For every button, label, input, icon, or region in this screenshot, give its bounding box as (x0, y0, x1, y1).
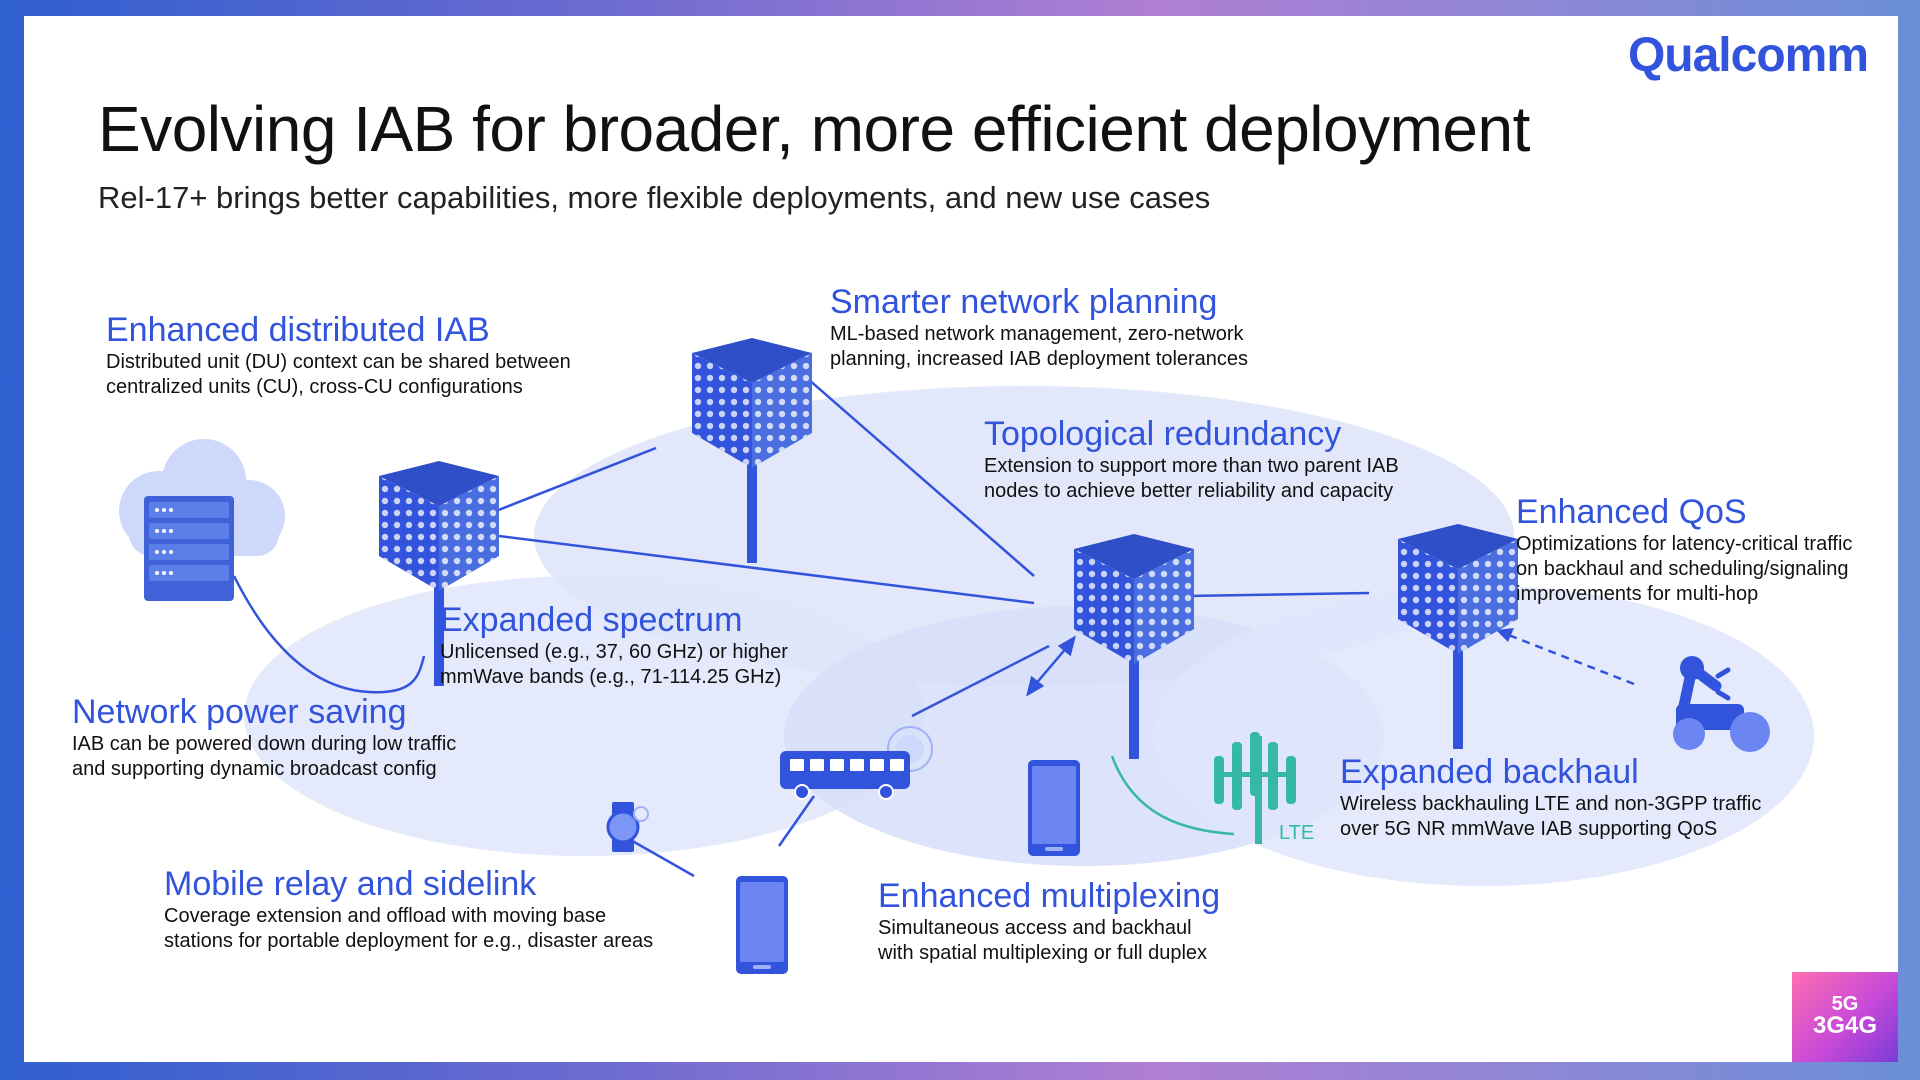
feature-enhanced-distributed-iab: Enhanced distributed IAB Distributed uni… (106, 310, 571, 400)
feature-expanded-spectrum: Expanded spectrum Unlicensed (e.g., 37, … (440, 600, 788, 690)
smartwatch-icon (606, 802, 649, 852)
feature-desc-line: planning, increased IAB deployment toler… (830, 348, 1249, 370)
feature-desc-line: Optimizations for latency-critical traff… (1516, 533, 1853, 555)
watermark-line: 5G (1831, 993, 1859, 1015)
feature-mobile-relay-sidelink: Mobile relay and sidelink Coverage exten… (164, 864, 653, 954)
feature-desc-line: IAB can be powered down during low traff… (72, 733, 457, 755)
feature-desc-line: Coverage extension and offload with movi… (164, 905, 607, 927)
backhaul-links (232, 378, 1370, 878)
feature-desc-line: on backhaul and scheduling/signaling (1516, 558, 1849, 580)
feature-smarter-network-planning: Smarter network planning ML-based networ… (830, 282, 1248, 372)
feature-desc-line: Extension to support more than two paren… (984, 455, 1399, 477)
feature-expanded-backhaul: Expanded backhaul Wireless backhauling L… (1340, 752, 1761, 842)
feature-title: Network power saving (72, 693, 407, 731)
feature-title: Expanded backhaul (1340, 753, 1639, 791)
feature-network-power-saving: Network power saving IAB can be powered … (72, 692, 456, 782)
feature-title: Topological redundancy (984, 415, 1342, 453)
watermark-badge: 5G 3G4G (1792, 972, 1898, 1062)
feature-enhanced-qos: Enhanced QoS Optimizations for latency-c… (1516, 492, 1852, 607)
slide: LTE Qualcomm Evolving IAB for broader, m… (24, 16, 1898, 1062)
feature-desc-line: ML-based network management, zero-networ… (830, 323, 1244, 345)
phone-icon-bottom (736, 876, 788, 974)
phone-icon-center (1028, 760, 1080, 856)
feature-enhanced-multiplexing: Enhanced multiplexing Simultaneous acces… (878, 876, 1220, 966)
lte-link (1110, 755, 1235, 836)
feature-desc-line: centralized units (CU), cross-CU configu… (106, 376, 523, 398)
robot-arm-icon (1673, 656, 1770, 752)
lte-label: LTE (1279, 822, 1314, 844)
feature-title: Smarter network planning (830, 283, 1218, 321)
bus-icon (780, 726, 933, 800)
page-title: Evolving IAB for broader, more efficient… (98, 93, 1530, 165)
feature-title: Enhanced multiplexing (878, 877, 1221, 915)
feature-desc-line: mmWave bands (e.g., 71-114.25 GHz) (440, 666, 782, 688)
feature-topological-redundancy: Topological redundancy Extension to supp… (984, 414, 1399, 504)
feature-desc-line: Simultaneous access and backhaul (878, 917, 1192, 939)
feature-title: Enhanced QoS (1516, 493, 1747, 531)
feature-desc-line: with spatial multiplexing or full duplex (878, 942, 1208, 964)
feature-desc-line: Distributed unit (DU) context can be sha… (106, 351, 571, 373)
feature-title: Mobile relay and sidelink (164, 865, 537, 903)
access-backhaul-arrow (1026, 635, 1076, 697)
feature-desc-line: and supporting dynamic broadcast config (72, 758, 437, 780)
iab-network-diagram: LTE (119, 338, 1814, 974)
feature-desc-line: Unlicensed (e.g., 37, 60 GHz) or higher (440, 641, 788, 663)
feature-desc-line: stations for portable deployment for e.g… (164, 930, 654, 952)
watermark-line: 3G4G (1812, 1012, 1878, 1039)
robot-link-dashed-arrow (1496, 628, 1635, 686)
lte-tower-icon (1214, 732, 1296, 844)
qualcomm-logo: Qualcomm (1627, 29, 1869, 82)
feature-desc-line: improvements for multi-hop (1516, 583, 1759, 605)
coverage-area-right (1154, 586, 1814, 886)
page-subtitle: Rel-17+ brings better capabilities, more… (98, 180, 1211, 215)
feature-desc-line: Wireless backhauling LTE and non-3GPP tr… (1340, 793, 1762, 815)
feature-desc-line: nodes to achieve better reliability and … (984, 480, 1394, 502)
coverage-area-top (534, 386, 1514, 686)
feature-title: Enhanced distributed IAB (106, 311, 490, 349)
server-icon (144, 496, 234, 601)
feature-title: Expanded spectrum (440, 601, 743, 639)
feature-desc-line: over 5G NR mmWave IAB supporting QoS (1340, 818, 1718, 840)
